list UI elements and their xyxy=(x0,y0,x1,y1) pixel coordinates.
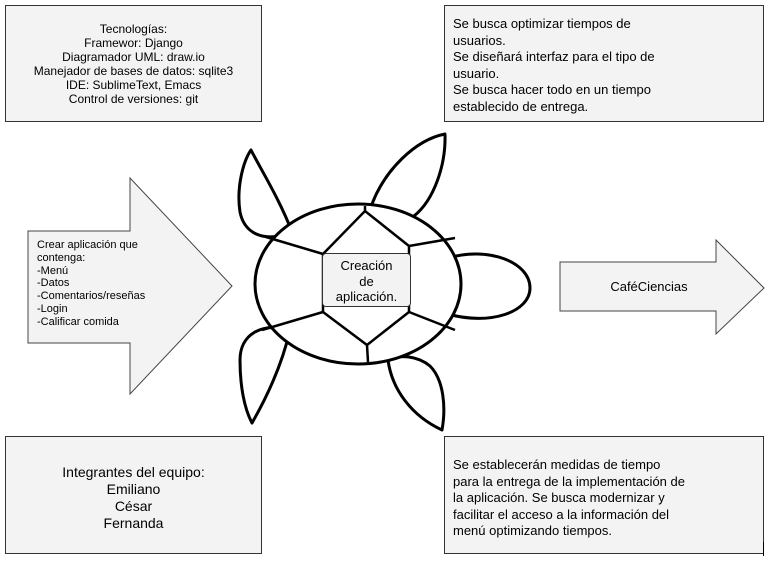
goals-line: Se busca optimizar tiempos de xyxy=(453,16,631,31)
requirements-line: -Menú xyxy=(37,264,69,277)
goals-line: establecido de entrega. xyxy=(453,98,589,114)
requirements-line: Crear aplicación que xyxy=(37,239,138,251)
turtle-shell-pattern xyxy=(261,206,456,363)
turtle-flipper-upper-left xyxy=(237,148,294,239)
team-member: Emiliano xyxy=(106,481,161,497)
technology-item: Manejador de bases de datos: sqlite3 xyxy=(33,64,234,78)
center-label-box: Creación de aplicación. xyxy=(322,253,411,307)
turtle-flipper-lower-left xyxy=(238,326,292,425)
measures-line: para la entrega de la implementación de xyxy=(453,473,685,489)
measures-box: Se establecerán medidas de tiempo para l… xyxy=(444,436,764,554)
measures-line: la aplicación. Se busca modernizar y xyxy=(453,490,665,505)
left-arrow-shape xyxy=(27,176,233,396)
text-cursor xyxy=(763,542,764,556)
technology-item: IDE: SublimeText, Emacs xyxy=(65,78,202,92)
requirements-line: -Datos xyxy=(37,277,70,290)
requirements-text: Crear aplicación que contenga: -Menú -Da… xyxy=(37,239,197,329)
team-box: Integrantes del equipo: Emiliano César F… xyxy=(5,436,262,554)
center-label-line: Creación xyxy=(340,258,393,273)
goals-box: Se busca optimizar tiempos de usuarios. … xyxy=(444,5,764,122)
center-label-line: de xyxy=(359,273,374,289)
right-arrow-shape xyxy=(559,238,765,336)
technology-item: Diagramador UML: draw.io xyxy=(62,50,205,64)
turtle-flipper-lower-right xyxy=(386,355,446,432)
technologies-box: Tecnologías: Framewor: Django Diagramado… xyxy=(5,5,262,122)
measures-line: menú optimizando tiempos. xyxy=(453,523,612,538)
team-member: Fernanda xyxy=(103,515,164,531)
team-member: César xyxy=(114,498,153,514)
center-label-line: aplicación. xyxy=(335,289,398,304)
requirements-line: -Calificar comida xyxy=(37,315,119,328)
technologies-title: Tecnologías: xyxy=(99,22,168,36)
measures-line: Se establecerán medidas de tiempo xyxy=(453,457,661,472)
goals-line: Se diseñará interfaz para el tipo de xyxy=(453,49,655,64)
technology-item: Control de versiones: git xyxy=(68,92,199,106)
goals-line: Se busca hacer todo en un tiempo xyxy=(453,82,652,97)
output-label: CaféCiencias xyxy=(610,279,688,294)
requirements-line: contenga: xyxy=(37,251,86,264)
technology-item: Framewor: Django xyxy=(84,36,183,50)
goals-line: usuarios. xyxy=(453,32,506,48)
turtle-head xyxy=(446,252,532,320)
requirements-line: -Comentarios/reseñas xyxy=(37,290,146,303)
requirements-line: -Login xyxy=(37,302,68,315)
goals-line: usuario. xyxy=(453,65,500,81)
team-title: Integrantes del equipo: xyxy=(62,464,205,480)
measures-line: facilitar el acceso a la información del xyxy=(453,506,670,522)
